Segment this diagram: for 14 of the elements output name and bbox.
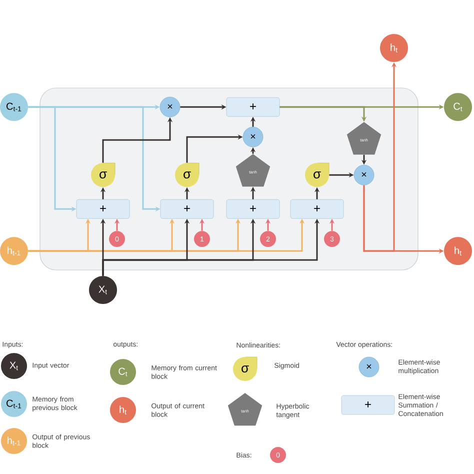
sum-box: + (226, 97, 280, 117)
multiply-node: × (160, 96, 180, 118)
multiply-node: × (242, 126, 264, 148)
sum-box: + (341, 395, 395, 415)
sigmoid-node: σ (175, 162, 200, 187)
sum-box: + (226, 199, 280, 219)
sigmoid-node: σ (305, 162, 330, 187)
multiply-node: × (354, 164, 374, 186)
sigmoid-node: σ (233, 356, 258, 381)
sigmoid-node: σ (91, 162, 116, 187)
sum-box: + (76, 199, 130, 219)
multiply-node: × (358, 356, 380, 378)
sum-box: + (290, 199, 344, 219)
sum-box: + (160, 199, 214, 219)
